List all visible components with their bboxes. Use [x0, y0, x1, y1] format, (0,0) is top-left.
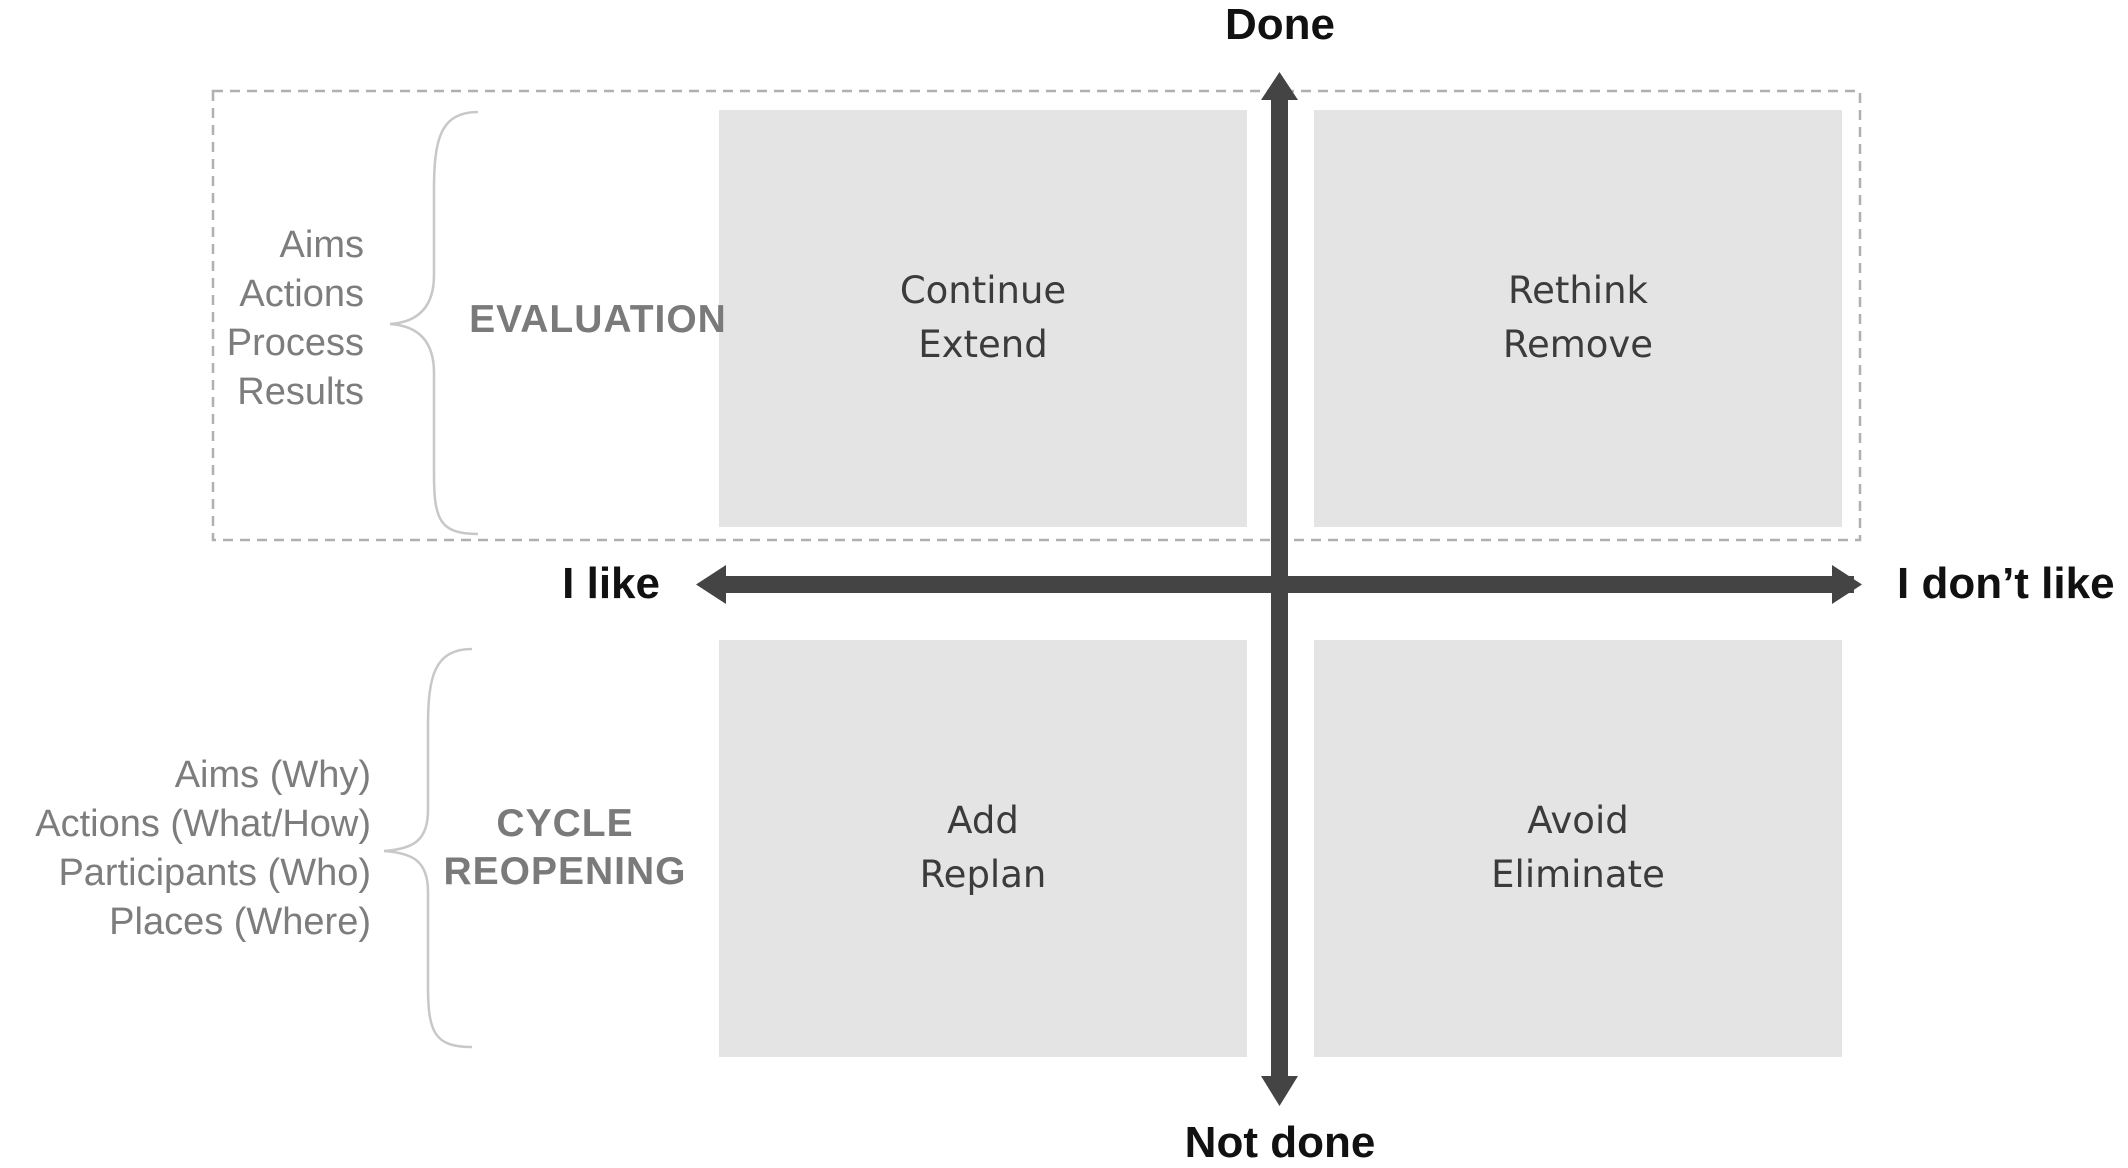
quadrant-top-right: Rethink Remove — [1314, 110, 1842, 527]
quadrant-top-left: Continue Extend — [719, 110, 1247, 527]
evaluation-brace — [389, 110, 479, 536]
cycle-reopening-label-line1: CYCLE — [496, 802, 634, 845]
axis-label-done: Done — [1225, 0, 1335, 49]
evaluation-dashed-box — [211, 89, 1862, 542]
cycle-reopening-item: Actions (What/How) — [35, 803, 371, 845]
quadrant-bottom-left-line1: Add — [947, 799, 1019, 842]
quadrant-top-right-line1: Rethink — [1508, 269, 1648, 312]
axis-label-i-like: I like — [562, 559, 660, 608]
quadrant-top-left-line1: Continue — [899, 269, 1067, 312]
horizontal-axis-right-arrowhead — [1832, 565, 1862, 604]
cycle-reopening-item: Aims (Why) — [174, 754, 371, 796]
evaluation-label: EVALUATION — [469, 298, 727, 341]
quadrant-bottom-left-text: Add Replan — [719, 794, 1247, 902]
evaluation-item: Actions — [239, 273, 364, 315]
cycle-reopening-item: Participants (Who) — [58, 852, 371, 894]
evaluation-item: Results — [237, 371, 364, 413]
quadrant-top-left-text: Continue Extend — [719, 264, 1247, 372]
cycle-reopening-label-line2: REOPENING — [443, 850, 687, 893]
quadrant-bottom-right-line1: Avoid — [1527, 799, 1629, 842]
axis-label-not-done: Not done — [1184, 1118, 1376, 1167]
cycle-reopening-item: Places (Where) — [109, 901, 371, 943]
quadrant-top-right-line2: Remove — [1502, 323, 1654, 366]
cycle-brace — [383, 647, 473, 1049]
quadrant-top-left-line2: Extend — [918, 323, 1048, 366]
horizontal-axis — [696, 565, 1862, 604]
quadrant-top-right-text: Rethink Remove — [1314, 264, 1842, 372]
quadrant-bottom-left: Add Replan — [719, 640, 1247, 1057]
evaluation-items: Aims Actions Process Results — [227, 221, 364, 417]
vertical-axis-top-arrowhead — [1261, 72, 1298, 100]
cycle-reopening-items: Aims (Why) Actions (What/How) Participan… — [35, 751, 371, 947]
quadrant-bottom-right: Avoid Eliminate — [1314, 640, 1842, 1057]
horizontal-axis-line — [724, 576, 1854, 593]
quadrant-bottom-right-line2: Eliminate — [1491, 853, 1665, 896]
quadrant-bottom-right-text: Avoid Eliminate — [1314, 794, 1842, 902]
vertical-axis-bottom-arrowhead — [1261, 1076, 1298, 1106]
axis-label-i-dont-like: I don’t like — [1897, 559, 2115, 608]
horizontal-axis-left-arrowhead — [696, 565, 726, 604]
evaluation-item: Process — [226, 322, 364, 364]
quadrant-bottom-left-line2: Replan — [919, 853, 1047, 896]
cycle-reopening-label: CYCLE REOPENING — [430, 800, 700, 896]
evaluation-item: Aims — [279, 224, 364, 266]
